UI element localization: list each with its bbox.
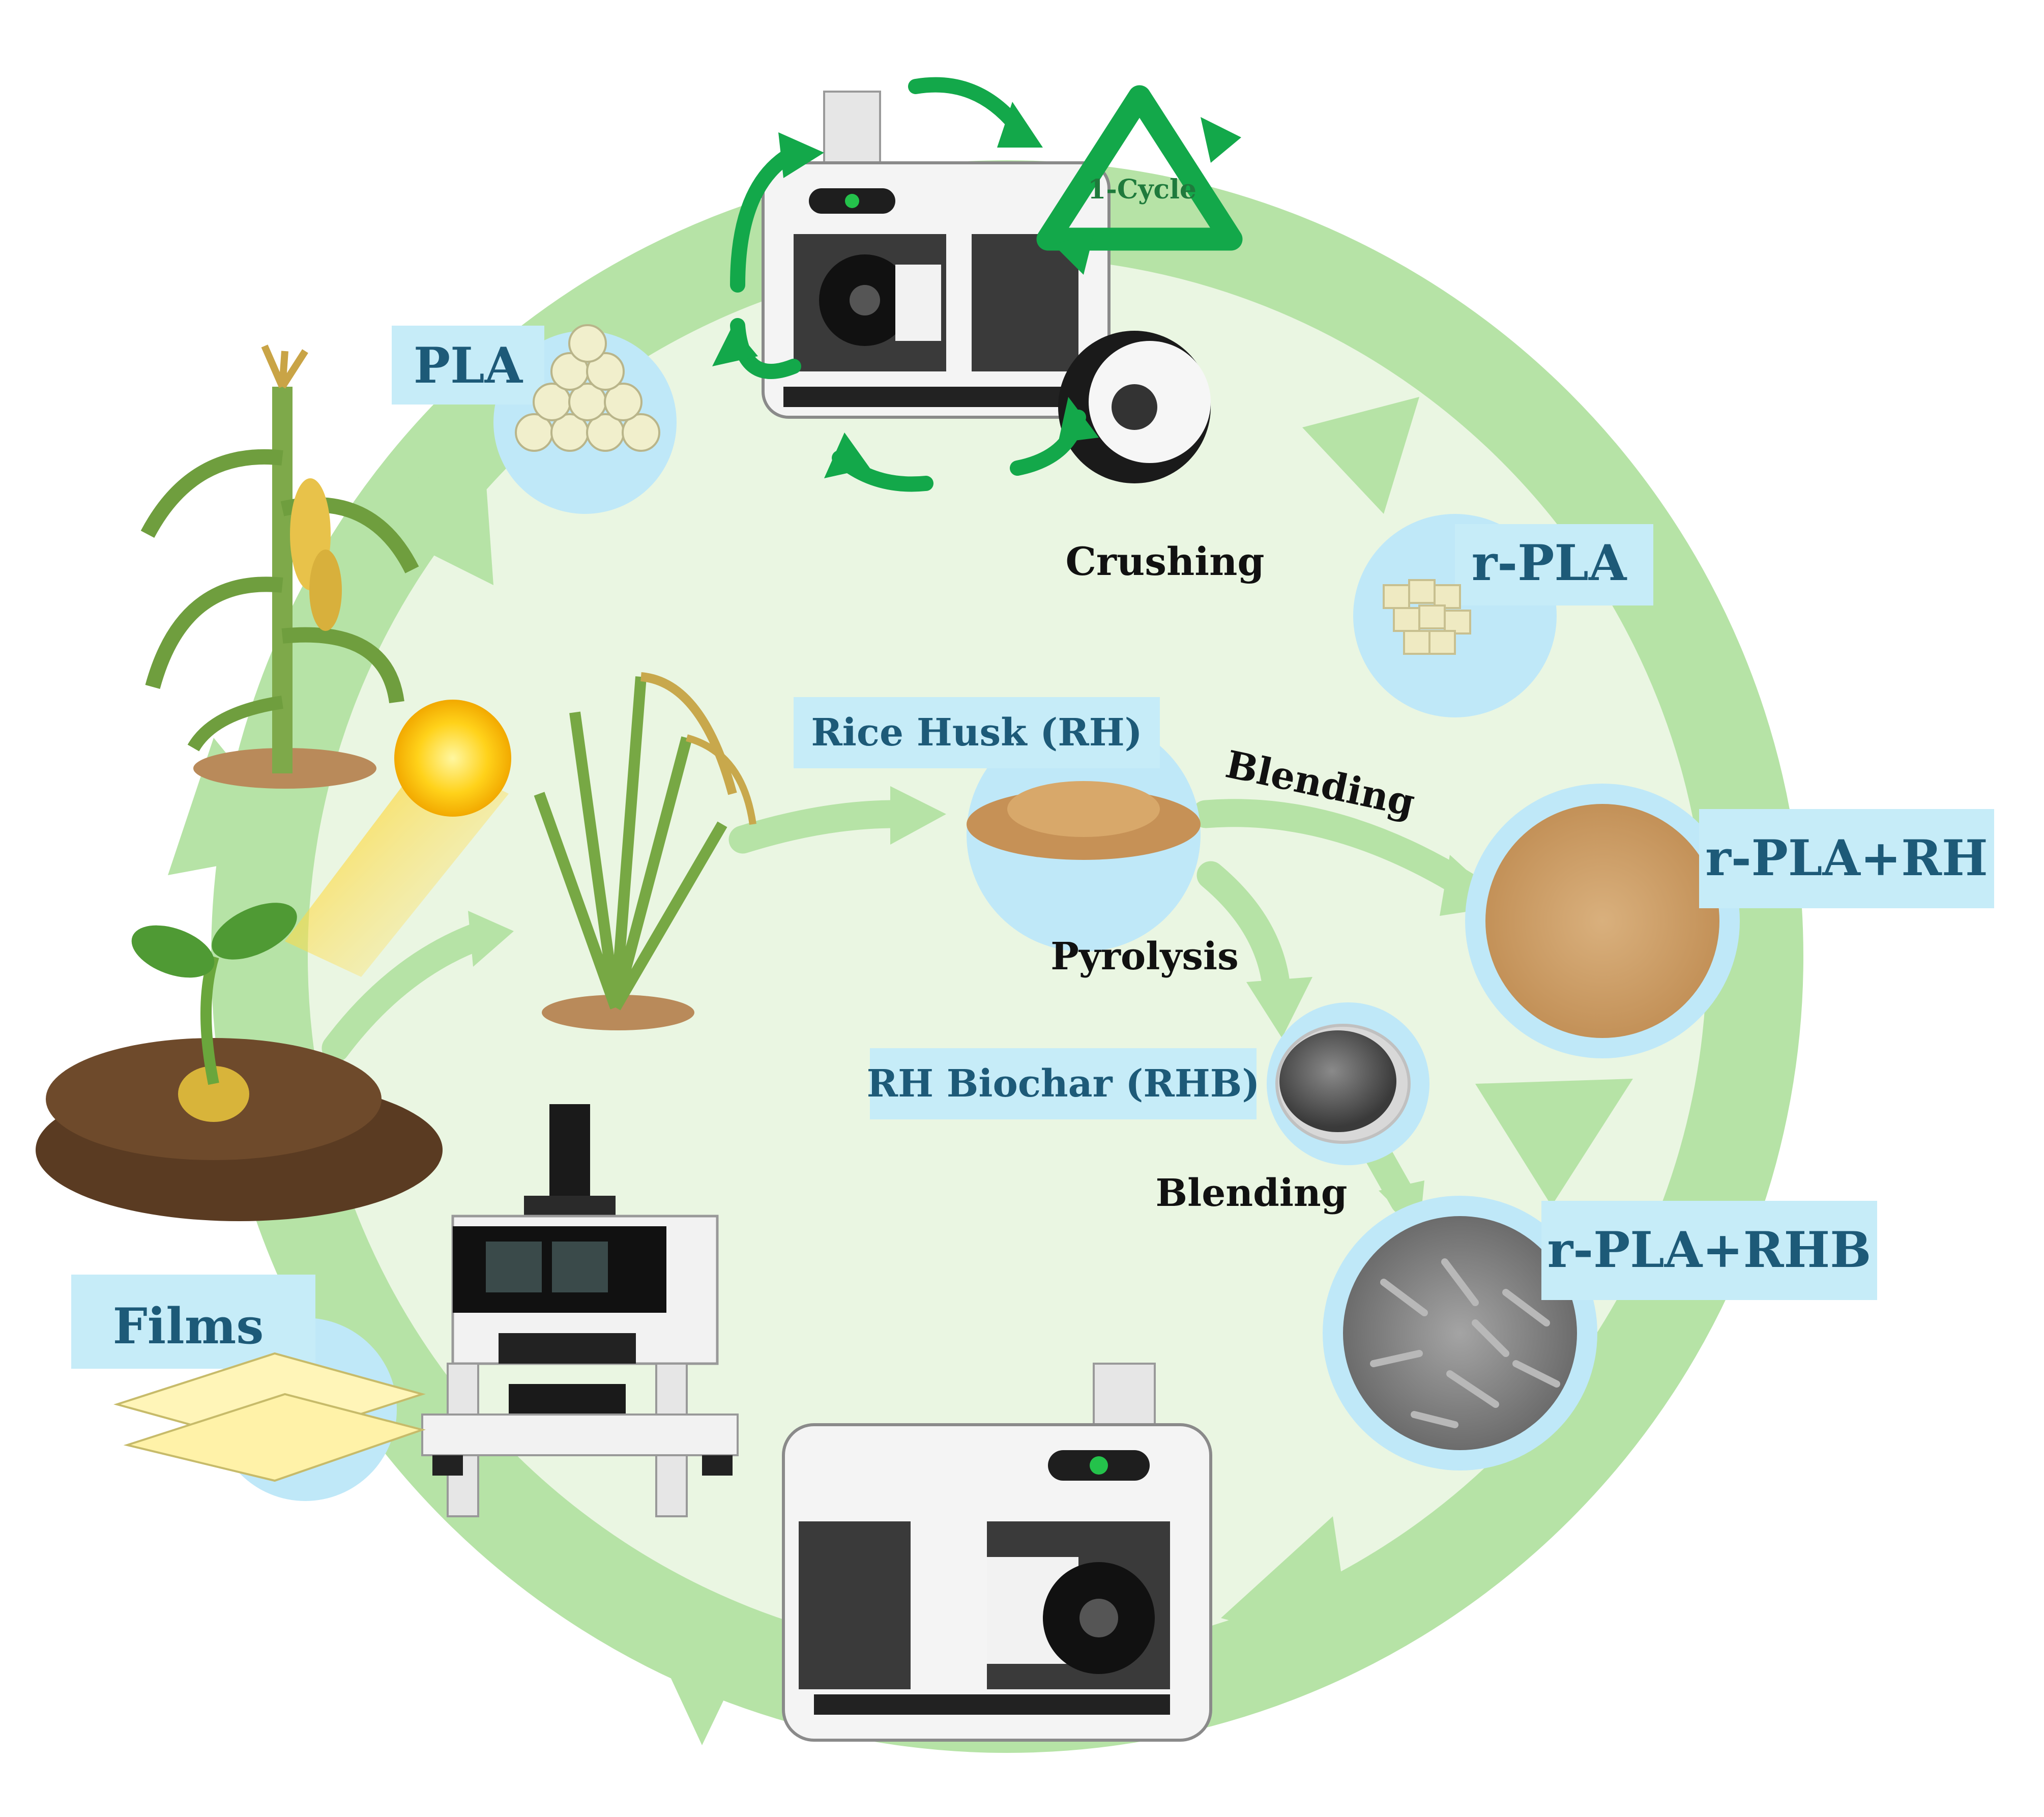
rpla-node: r-PLA [1353, 514, 1653, 717]
rpla-rhb-node: r-PLA+RHB [1323, 1196, 1877, 1470]
biochar-dish-icon [1279, 1030, 1396, 1132]
rh-biochar-node: RH Biochar (RHB) [867, 1002, 1429, 1165]
recycle-badge-label: 1-Cycle [1088, 174, 1196, 205]
corn-plant-illustration [140, 344, 419, 789]
flow-husk-to-rplarh [1191, 799, 1479, 900]
arrowhead-to-biochar [1246, 977, 1312, 1038]
rice-husk-label: Rice Husk (RH) [811, 711, 1142, 755]
power-led-icon [1090, 1456, 1108, 1475]
arrowhead-upper-left [351, 443, 493, 585]
films-node: Films [71, 1275, 426, 1501]
blending-rhb-label: Blending [1156, 1171, 1348, 1215]
seedling-illustration [36, 903, 443, 1221]
rice-plant-illustration [534, 672, 756, 1030]
sun-illustration [285, 700, 511, 977]
rice-husk-node: Rice Husk (RH) [794, 697, 1201, 951]
arrowhead-right-mid [1475, 1079, 1633, 1206]
pla-node: PLA [392, 324, 677, 514]
flow-husk-to-biochar [1196, 861, 1291, 1006]
arrowhead-bottom-right [1221, 1516, 1353, 1654]
rpla-rh-sample-icon [1485, 804, 1719, 1038]
flow-rice-to-husk [728, 800, 910, 854]
pyrolysis-label: Pyrolysis [1050, 935, 1239, 978]
bottom-3d-printer-illustration [782, 1363, 1212, 1742]
crushing-label: Crushing [1065, 539, 1264, 584]
press-display-left [486, 1242, 542, 1292]
arrowhead-bottom-left [636, 1603, 763, 1745]
films-label: Films [113, 1297, 264, 1355]
arrowhead-to-rice [468, 911, 514, 967]
rpla-rhb-pellets-icon [1343, 1216, 1577, 1450]
rpla-label: r-PLA [1472, 534, 1627, 592]
arrowhead-to-husk [890, 786, 946, 845]
rh-biochar-label: RH Biochar (RHB) [867, 1062, 1260, 1106]
cycle-arrowheads [168, 397, 1633, 1745]
top-3d-printer-illustration [762, 91, 1211, 483]
rpla-flakes-icon [1383, 579, 1471, 655]
recycle-triangle: 1-Cycle [1036, 85, 1243, 275]
film-sheet-icon [123, 1393, 426, 1482]
rpla-rh-label: r-PLA+RH [1705, 829, 1988, 887]
pla-pellets-icon [515, 324, 660, 452]
power-led-icon [845, 194, 859, 208]
pla-label: PLA [414, 337, 523, 394]
hot-press-illustration [421, 1104, 739, 1517]
flow-seedling-to-rice [322, 922, 492, 1062]
rpla-rhb-label: r-PLA+RHB [1547, 1221, 1872, 1279]
press-display-right [552, 1242, 608, 1292]
arrowhead-right-top [1302, 397, 1419, 514]
sun-icon [394, 700, 511, 817]
rpla-rh-node: r-PLA+RH [1465, 784, 1994, 1058]
